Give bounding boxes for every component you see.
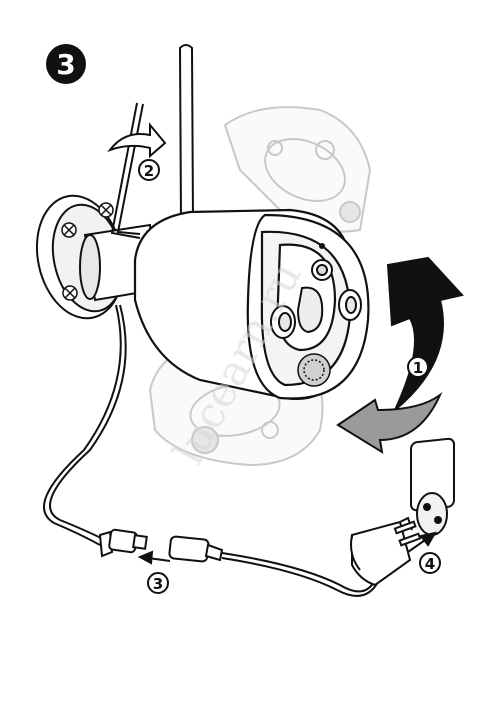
- callout-label: 1: [413, 359, 423, 377]
- callout-connect-plug: 3: [147, 572, 169, 594]
- bracket-screw-3: [62, 285, 78, 301]
- dc-plug-male: [98, 528, 148, 558]
- callout-label: 2: [144, 162, 154, 180]
- camera-cable: [43, 304, 127, 546]
- wall-outlet: [410, 437, 455, 536]
- step-number: 3: [56, 48, 75, 81]
- callout-label: 3: [153, 575, 163, 593]
- microphone-grille: [297, 353, 331, 387]
- bracket-screw-2: [61, 222, 77, 238]
- center-sensor: [296, 286, 324, 334]
- camera-lens: [311, 243, 333, 281]
- step-badge: 3: [46, 44, 86, 84]
- ir-led-right: [338, 289, 362, 321]
- antenna: [178, 44, 195, 221]
- callout-label: 4: [425, 555, 435, 573]
- tighten-arrow: [107, 122, 167, 159]
- callout-plug-in-adapter: 4: [419, 552, 441, 574]
- callout-tighten: 2: [138, 159, 160, 181]
- bracket-screw-1: [98, 202, 114, 218]
- adapter-cable: [221, 552, 379, 597]
- connect-arrow: [137, 550, 171, 565]
- rotate-arrow: [336, 256, 464, 454]
- ir-led-left: [270, 305, 296, 339]
- plug-in-arrow: [407, 531, 438, 553]
- power-adapter: [350, 516, 422, 587]
- callout-rotate: 1: [407, 356, 429, 378]
- dc-socket-female: [168, 535, 224, 563]
